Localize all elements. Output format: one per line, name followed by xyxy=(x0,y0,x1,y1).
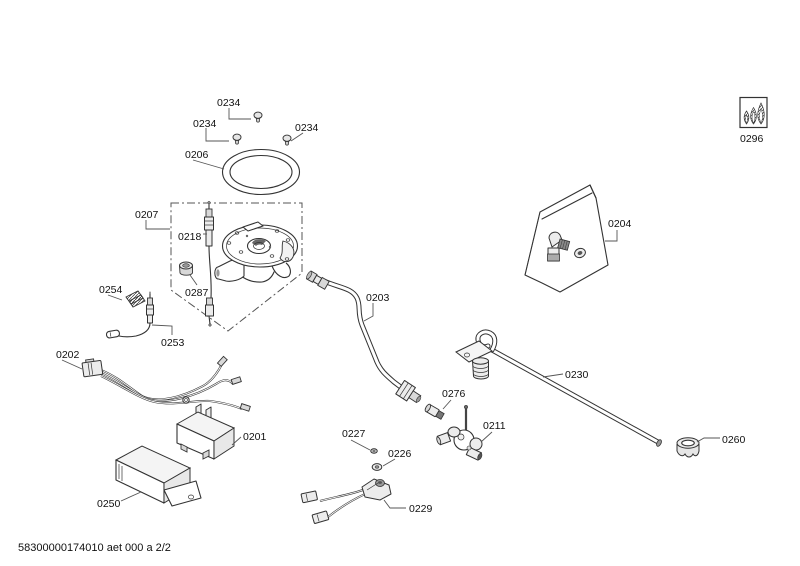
burner-ring xyxy=(221,148,301,196)
bracket-small xyxy=(175,403,236,460)
burner-group-outline xyxy=(170,202,303,332)
lock-nut xyxy=(676,437,700,458)
small-nut xyxy=(179,261,193,276)
part-label-0202: 0202 xyxy=(56,349,80,361)
wiring-harness xyxy=(81,355,251,412)
part-label-0229: 0229 xyxy=(409,503,433,515)
flame-symbol xyxy=(739,96,768,129)
part-label-0296: 0296 xyxy=(740,133,764,145)
part-label-0234-left: 0234 xyxy=(193,118,217,130)
harness-connector xyxy=(81,358,104,378)
gas-pipe-curved xyxy=(305,270,422,404)
bag-washer xyxy=(574,247,586,259)
gas-pipe-long xyxy=(455,329,662,447)
screw-icon-left xyxy=(232,133,242,145)
part-label-0287: 0287 xyxy=(185,287,209,299)
part-label-0226: 0226 xyxy=(388,448,412,460)
part-label-0260: 0260 xyxy=(722,434,746,446)
pipe-fitting-bottom xyxy=(395,379,422,404)
pipe-bellows xyxy=(472,357,489,380)
part-label-0254: 0254 xyxy=(99,284,123,296)
part-label-0227: 0227 xyxy=(342,428,366,440)
part-label-0276: 0276 xyxy=(442,388,466,400)
part-label-0201: 0201 xyxy=(243,431,267,443)
nozzle xyxy=(424,403,445,420)
document-code: 58300000174010 aet 000 a 2/2 xyxy=(18,542,171,554)
gas-valve xyxy=(436,404,483,461)
elbow-fitting xyxy=(547,231,571,262)
part-label-0211: 0211 xyxy=(483,420,506,432)
spark-electrode-long xyxy=(204,201,214,327)
accessory-bag xyxy=(524,184,609,293)
part-label-0207: 0207 xyxy=(135,209,159,221)
flame-icon xyxy=(743,102,765,125)
part-label-0206: 0206 xyxy=(185,149,209,161)
washer xyxy=(371,463,383,471)
bracket-long xyxy=(114,445,202,507)
part-label-0250: 0250 xyxy=(97,498,121,510)
part-label-0234-top: 0234 xyxy=(217,97,241,109)
spark-electrode-short xyxy=(105,291,154,339)
pipe-fitting-top xyxy=(305,270,330,290)
part-label-0218: 0218 xyxy=(178,231,202,243)
ring-clip xyxy=(370,448,378,454)
screw-icon-top xyxy=(253,111,263,123)
part-label-0253: 0253 xyxy=(161,337,185,349)
terminal-block xyxy=(125,290,146,308)
burner-base xyxy=(214,221,299,283)
part-label-0204: 0204 xyxy=(608,218,632,230)
part-label-0234-right: 0234 xyxy=(295,122,319,134)
screw-icon-right xyxy=(282,134,292,146)
micro-switch xyxy=(300,478,392,524)
part-label-0230: 0230 xyxy=(565,369,589,381)
part-label-0203: 0203 xyxy=(366,292,390,304)
